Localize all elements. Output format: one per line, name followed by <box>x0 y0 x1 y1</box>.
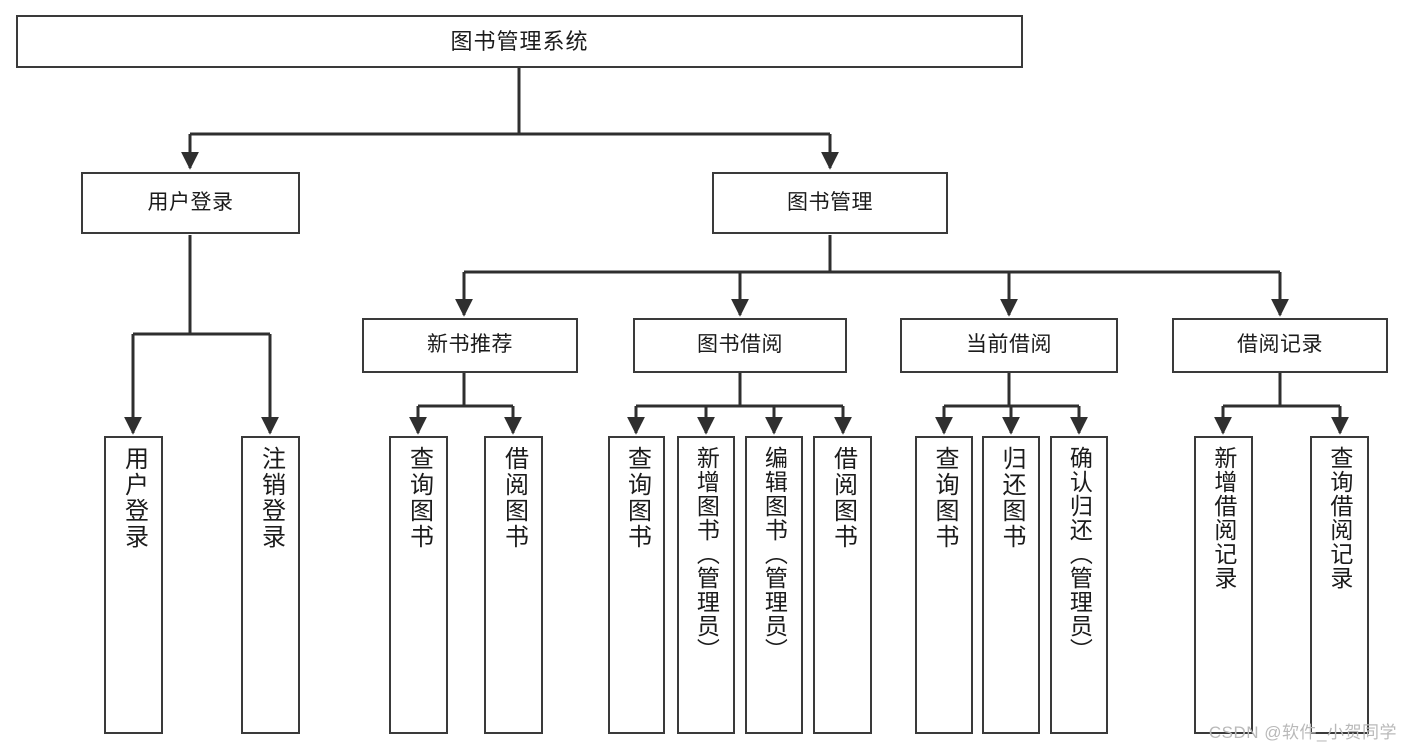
node-leaf-query-book-1-label: 查询图书 <box>405 446 433 550</box>
node-leaf-query-book-2[interactable]: 查询图书 <box>608 436 665 734</box>
node-leaf-add-book[interactable]: 新增图书（管理员） <box>677 436 735 734</box>
node-leaf-query-book-1[interactable]: 查询图书 <box>389 436 448 734</box>
node-user-login[interactable]: 用户登录 <box>81 172 300 234</box>
node-new-book-recommend[interactable]: 新书推荐 <box>362 318 578 373</box>
node-leaf-return-book[interactable]: 归还图书 <box>982 436 1040 734</box>
node-leaf-return-book-label: 归还图书 <box>997 446 1025 550</box>
node-leaf-add-book-label: 新增图书（管理员） <box>693 446 720 662</box>
node-user-login-label: 用户登录 <box>147 190 234 214</box>
node-leaf-user-login[interactable]: 用户登录 <box>104 436 163 734</box>
node-leaf-add-record-label: 新增借阅记录 <box>1210 446 1237 590</box>
node-leaf-query-record-label: 查询借阅记录 <box>1326 446 1353 590</box>
node-leaf-user-login-label: 用户登录 <box>120 446 148 550</box>
csdn-watermark: CSDN @软件_小贺同学 <box>1208 723 1397 742</box>
node-leaf-edit-book-label: 编辑图书（管理员） <box>761 446 788 662</box>
node-book-manage-label: 图书管理 <box>787 190 873 214</box>
node-leaf-query-book-3-label: 查询图书 <box>930 446 958 550</box>
node-leaf-query-book-3[interactable]: 查询图书 <box>915 436 973 734</box>
node-leaf-confirm-return[interactable]: 确认归还（管理员） <box>1050 436 1108 734</box>
node-book-borrow-label: 图书借阅 <box>697 333 783 357</box>
node-leaf-borrow-book-1-label: 借阅图书 <box>500 446 528 550</box>
node-leaf-confirm-return-label: 确认归还（管理员） <box>1066 446 1093 662</box>
node-leaf-query-record[interactable]: 查询借阅记录 <box>1310 436 1369 734</box>
node-book-borrow[interactable]: 图书借阅 <box>633 318 847 373</box>
node-current-borrow[interactable]: 当前借阅 <box>900 318 1118 373</box>
node-leaf-query-book-2-label: 查询图书 <box>623 446 651 550</box>
node-root[interactable]: 图书管理系统 <box>16 15 1023 68</box>
node-leaf-user-logout-label: 注销登录 <box>257 446 285 550</box>
node-book-manage[interactable]: 图书管理 <box>712 172 948 234</box>
node-leaf-borrow-book-1[interactable]: 借阅图书 <box>484 436 543 734</box>
node-leaf-edit-book[interactable]: 编辑图书（管理员） <box>745 436 803 734</box>
node-root-label: 图书管理系统 <box>450 28 589 54</box>
node-leaf-user-logout[interactable]: 注销登录 <box>241 436 300 734</box>
node-current-borrow-label: 当前借阅 <box>966 333 1052 357</box>
node-leaf-add-record[interactable]: 新增借阅记录 <box>1194 436 1253 734</box>
node-borrow-record[interactable]: 借阅记录 <box>1172 318 1388 373</box>
node-new-book-recommend-label: 新书推荐 <box>427 333 513 357</box>
node-leaf-borrow-book-2-label: 借阅图书 <box>829 446 857 550</box>
node-leaf-borrow-book-2[interactable]: 借阅图书 <box>813 436 872 734</box>
node-borrow-record-label: 借阅记录 <box>1237 333 1323 357</box>
